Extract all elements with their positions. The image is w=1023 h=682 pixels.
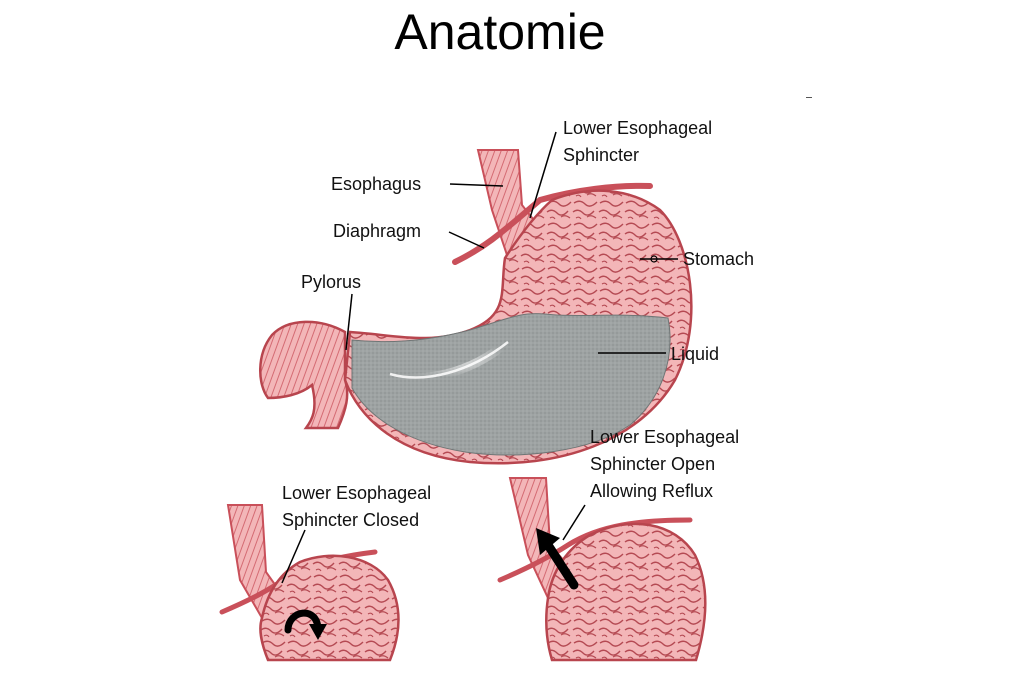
reflux-arrow-icon bbox=[536, 528, 579, 590]
closed-sphincter-diagram bbox=[219, 504, 400, 662]
diaphragm-band bbox=[452, 182, 653, 265]
label-sphincter-closed: Lower Esophageal Sphincter Closed bbox=[282, 480, 431, 534]
open-sphincter-diagram bbox=[497, 477, 707, 662]
main-stomach-diagram bbox=[259, 149, 693, 465]
label-sphincter-open: Lower Esophageal Sphincter Open Allowing… bbox=[590, 424, 739, 505]
label-open-line2: Sphincter Open bbox=[590, 454, 716, 474]
page-title: Anatomie bbox=[394, 4, 606, 60]
open-stomach-wall bbox=[545, 522, 707, 662]
label-liquid: Liquid bbox=[671, 344, 720, 364]
les-leader bbox=[529, 131, 557, 219]
slide-mark bbox=[806, 97, 812, 98]
label-open-line3: Allowing Reflux bbox=[590, 481, 714, 501]
label-closed-line1: Lower Esophageal bbox=[282, 483, 432, 503]
leader-lines bbox=[281, 131, 678, 584]
liquid-fill bbox=[351, 313, 671, 456]
label-open-line1: Lower Esophageal bbox=[590, 427, 740, 447]
esophagus-leader bbox=[449, 183, 504, 187]
open-leader bbox=[562, 504, 586, 541]
label-diaphragm: Diaphragm bbox=[333, 221, 422, 241]
label-stomach: Stomach bbox=[683, 249, 755, 269]
diaphragm-leader bbox=[448, 231, 485, 249]
duodenum bbox=[259, 320, 349, 430]
curved-arrow-icon bbox=[284, 609, 322, 634]
pylorus-leader bbox=[345, 293, 353, 351]
label-closed-line2: Sphincter Closed bbox=[282, 510, 420, 530]
label-pylorus: Pylorus bbox=[301, 272, 362, 292]
open-diaphragm-band bbox=[497, 517, 693, 583]
label-esophagus: Esophagus bbox=[331, 174, 422, 194]
label-les-line1: Lower Esophageal bbox=[563, 118, 713, 138]
label-les: Lower Esophageal Sphincter bbox=[563, 115, 712, 169]
closed-stomach-wall bbox=[259, 554, 400, 662]
label-les-line2: Sphincter bbox=[563, 145, 640, 165]
closed-leader bbox=[281, 529, 306, 584]
